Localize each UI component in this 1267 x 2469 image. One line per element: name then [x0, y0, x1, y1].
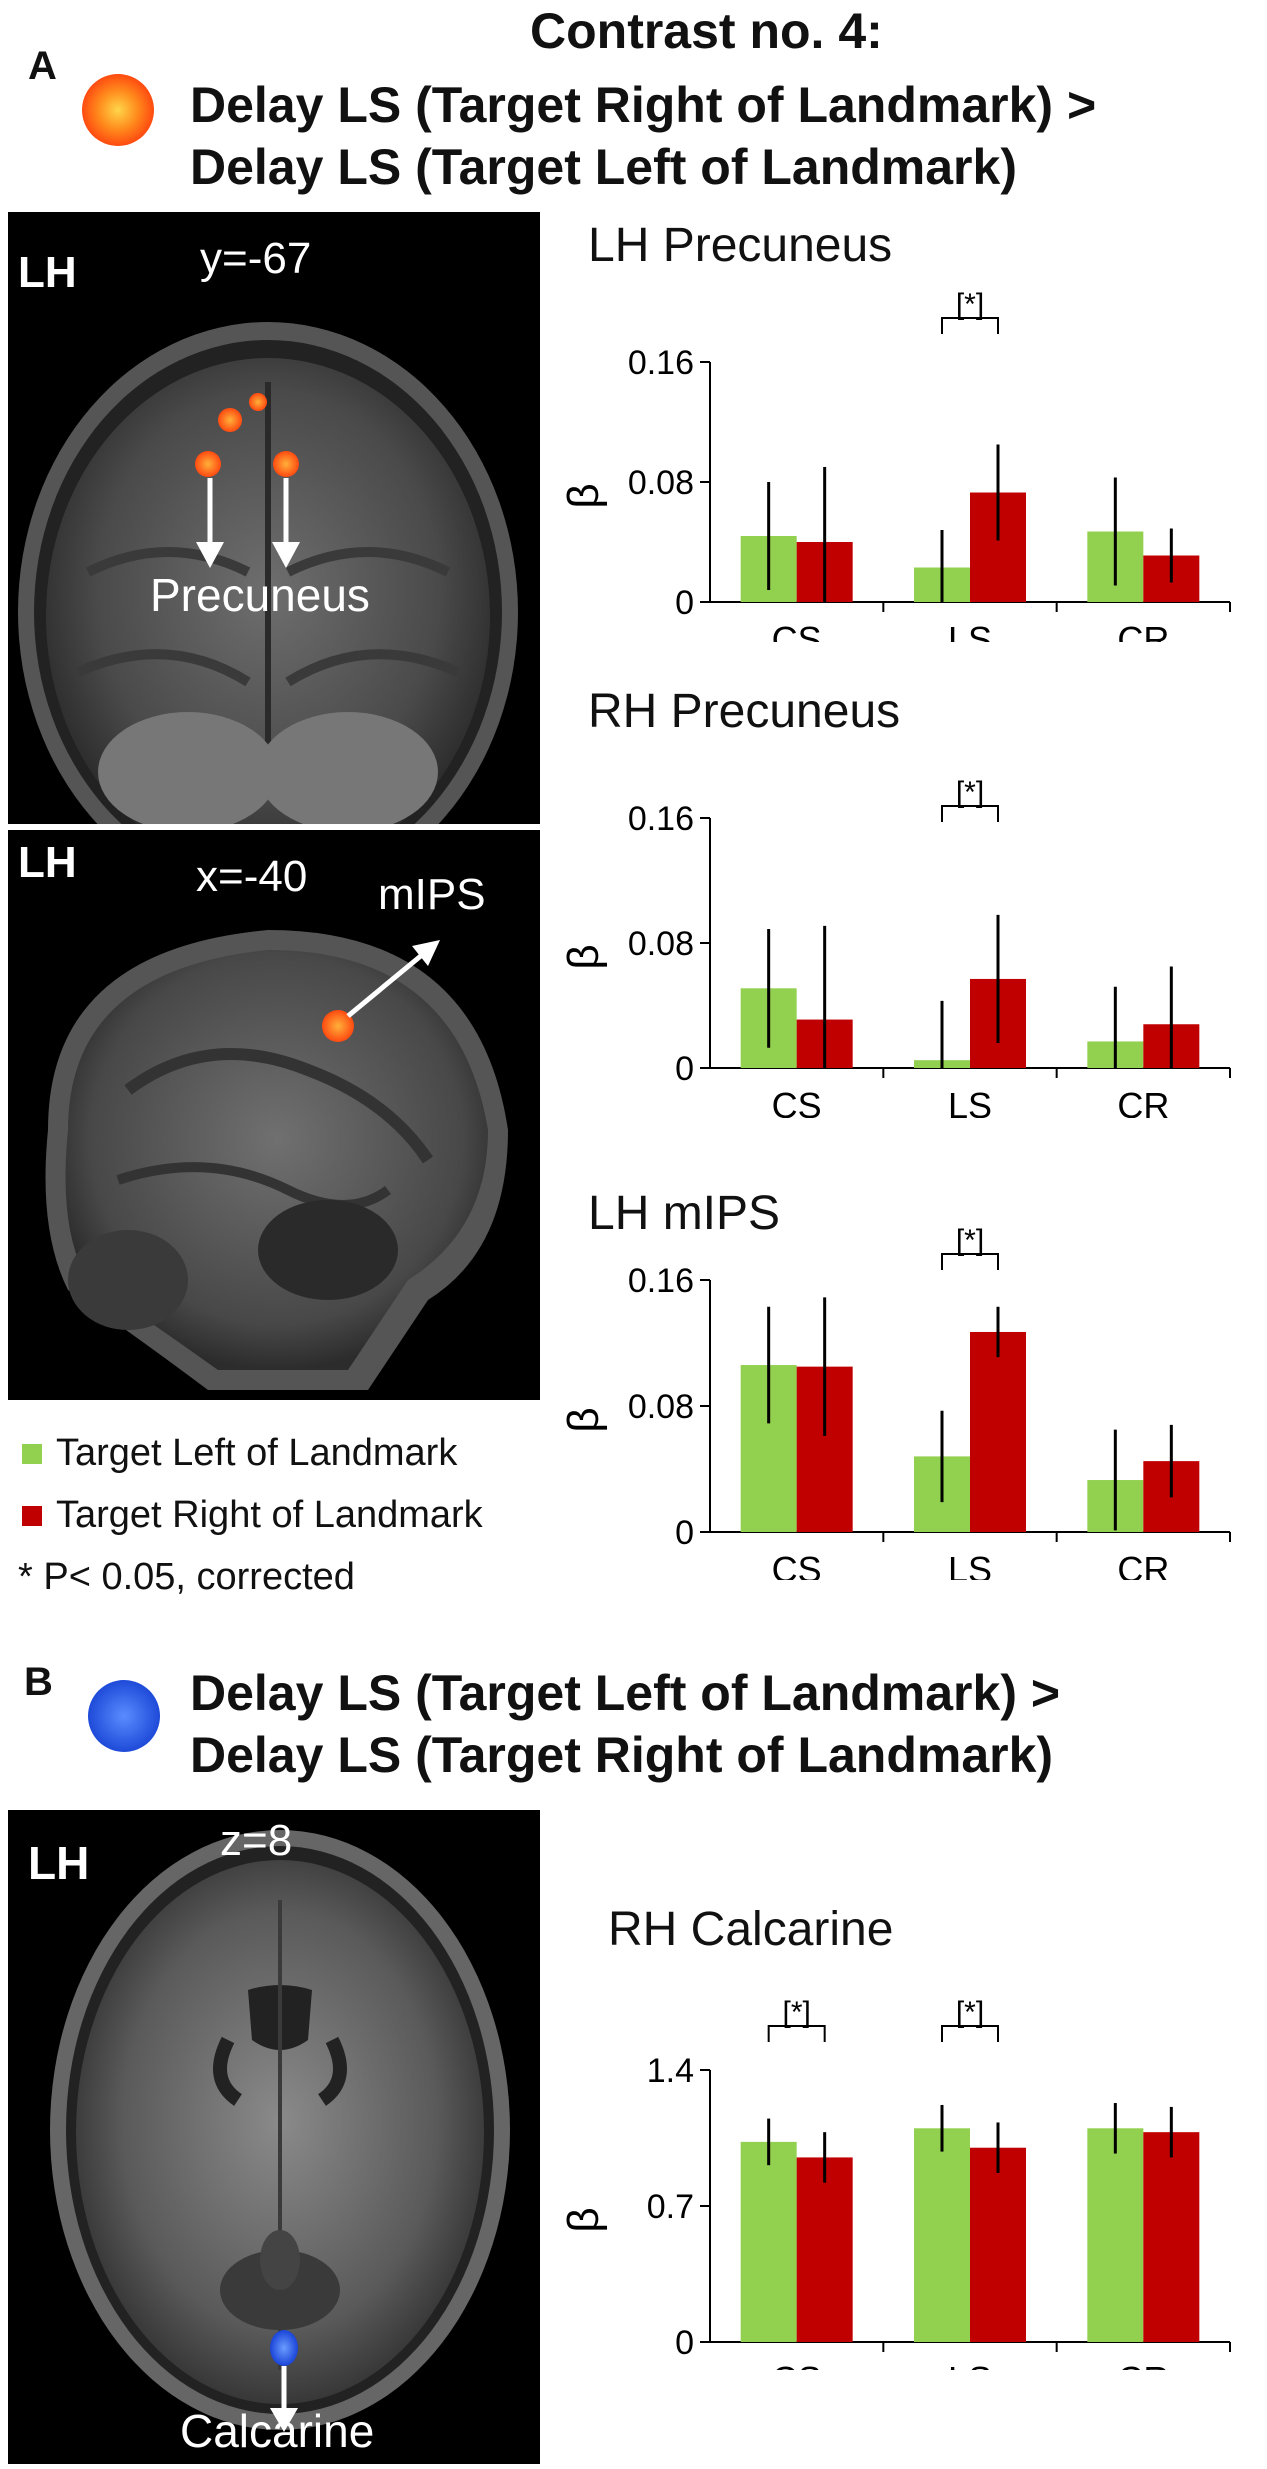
- significance-marker: [*]: [956, 288, 984, 321]
- chart-title-rh-calcarine: RH Calcarine: [608, 1903, 894, 1956]
- y-tick-label: 0: [675, 2324, 694, 2362]
- panel-b-heading-line1: Delay LS (Target Left of Landmark) >: [190, 1665, 1061, 1721]
- bar-left-cs: [740, 2141, 797, 2342]
- sagittal-slice-label: x=-40: [196, 852, 308, 901]
- y-axis-label: β: [559, 483, 608, 508]
- significance-marker: [*]: [956, 1996, 984, 2029]
- x-tick-label: LS: [948, 619, 992, 642]
- significance-note: * P< 0.05, corrected: [18, 1556, 355, 1598]
- axial-brain-image: [8, 1810, 540, 2464]
- coronal-hemisphere-label: LH: [18, 248, 77, 297]
- y-tick-label: 0.16: [628, 800, 694, 838]
- x-tick-label: CR: [1117, 1085, 1169, 1118]
- mips-label: mIPS: [378, 870, 486, 919]
- y-tick-label: 0.08: [628, 1388, 694, 1426]
- significance-bracket: [941, 2025, 999, 2042]
- chart-rh-calcarine: 0 0.7 1.4 βCS LS CR [*] [*]: [559, 1996, 1231, 2370]
- significance-bracket: [767, 2025, 826, 2042]
- significance-bracket: [941, 317, 999, 334]
- x-tick-label: LS: [948, 1549, 992, 1580]
- bar-right-ls: [970, 2147, 1026, 2342]
- x-tick-label: CS: [772, 619, 822, 642]
- coronal-slice-label: y=-67: [200, 234, 312, 283]
- significance-bracket: [941, 805, 999, 822]
- x-tick-label: CS: [772, 1549, 822, 1580]
- y-tick-label: 0.7: [647, 2188, 694, 2226]
- chart-title-rh-precuneus: RH Precuneus: [588, 685, 901, 738]
- bar-right-ls: [970, 1331, 1026, 1532]
- y-axis-label: β: [559, 2207, 608, 2232]
- chart-lh-mips: 0 0.08 0.16 βCS LS CR [*]: [559, 1224, 1231, 1580]
- y-axis-label: β: [559, 944, 608, 969]
- legend-swatch-red: [22, 1505, 42, 1526]
- y-tick-label: 0.16: [628, 344, 694, 382]
- panel-a-heading-line1: Delay LS (Target Right of Landmark) >: [190, 77, 1097, 133]
- orange-activation-blob-icon: [80, 72, 156, 148]
- coronal-brain-image: [8, 212, 540, 824]
- chart-rh-precuneus: 0 0.08 0.16 βCS LS CR [*]: [559, 776, 1231, 1118]
- bar-right-cs: [796, 2157, 853, 2342]
- chart-title-lh-mips: LH mIPS: [588, 1187, 781, 1240]
- bar-left-cr: [1087, 2128, 1144, 2342]
- y-tick-label: 0.08: [628, 925, 694, 963]
- sagittal-hemisphere-label: LH: [18, 838, 77, 887]
- bar-left-ls: [914, 2128, 970, 2342]
- significance-marker: [*]: [956, 776, 984, 809]
- x-tick-label: LS: [948, 2359, 992, 2370]
- significance-marker: [*]: [956, 1224, 984, 1257]
- chart-lh-precuneus: 0 0.08 0.16 βCS LS CR [*]: [559, 288, 1231, 642]
- precuneus-label: Precuneus: [150, 569, 370, 621]
- axial-slice-label: z=8: [220, 1816, 293, 1865]
- sagittal-brain-image: [8, 830, 540, 1400]
- significance-bracket: [941, 1253, 999, 1270]
- chart-title-lh-precuneus: LH Precuneus: [588, 219, 893, 272]
- significance-marker: [*]: [782, 1996, 810, 2029]
- legend-swatch-green: [22, 1443, 42, 1464]
- x-tick-label: CS: [772, 1085, 822, 1118]
- x-tick-label: CR: [1117, 2359, 1169, 2370]
- legend-label-right: Target Right of Landmark: [56, 1494, 483, 1536]
- contrast-title: Contrast no. 4:: [530, 3, 883, 59]
- panel-a-heading-line2: Delay LS (Target Left of Landmark): [190, 139, 1017, 195]
- bar-right-cr: [1143, 2132, 1200, 2342]
- axial-hemisphere-label: LH: [28, 1837, 90, 1889]
- y-tick-label: 0.08: [628, 464, 694, 502]
- y-tick-label: 1.4: [647, 2052, 694, 2090]
- x-tick-label: CS: [772, 2359, 822, 2370]
- blue-activation-blob-icon: [86, 1678, 162, 1754]
- y-tick-label: 0.16: [628, 1262, 694, 1300]
- calcarine-label: Calcarine: [180, 2405, 375, 2457]
- panel-b-label: B: [24, 1660, 53, 1704]
- y-tick-label: 0: [675, 584, 694, 622]
- y-tick-label: 0: [675, 1514, 694, 1552]
- legend-item-target-right: Target Right of Landmark: [22, 1494, 483, 1537]
- y-tick-label: 0: [675, 1050, 694, 1088]
- x-tick-label: CR: [1117, 619, 1169, 642]
- x-tick-label: LS: [948, 1085, 992, 1118]
- x-tick-label: CR: [1117, 1549, 1169, 1580]
- legend-item-target-left: Target Left of Landmark: [22, 1432, 457, 1475]
- panel-b-heading-line2: Delay LS (Target Right of Landmark): [190, 1727, 1054, 1783]
- legend-label-left: Target Left of Landmark: [56, 1432, 458, 1474]
- y-axis-label: β: [559, 1407, 608, 1432]
- panel-a-label: A: [28, 44, 57, 88]
